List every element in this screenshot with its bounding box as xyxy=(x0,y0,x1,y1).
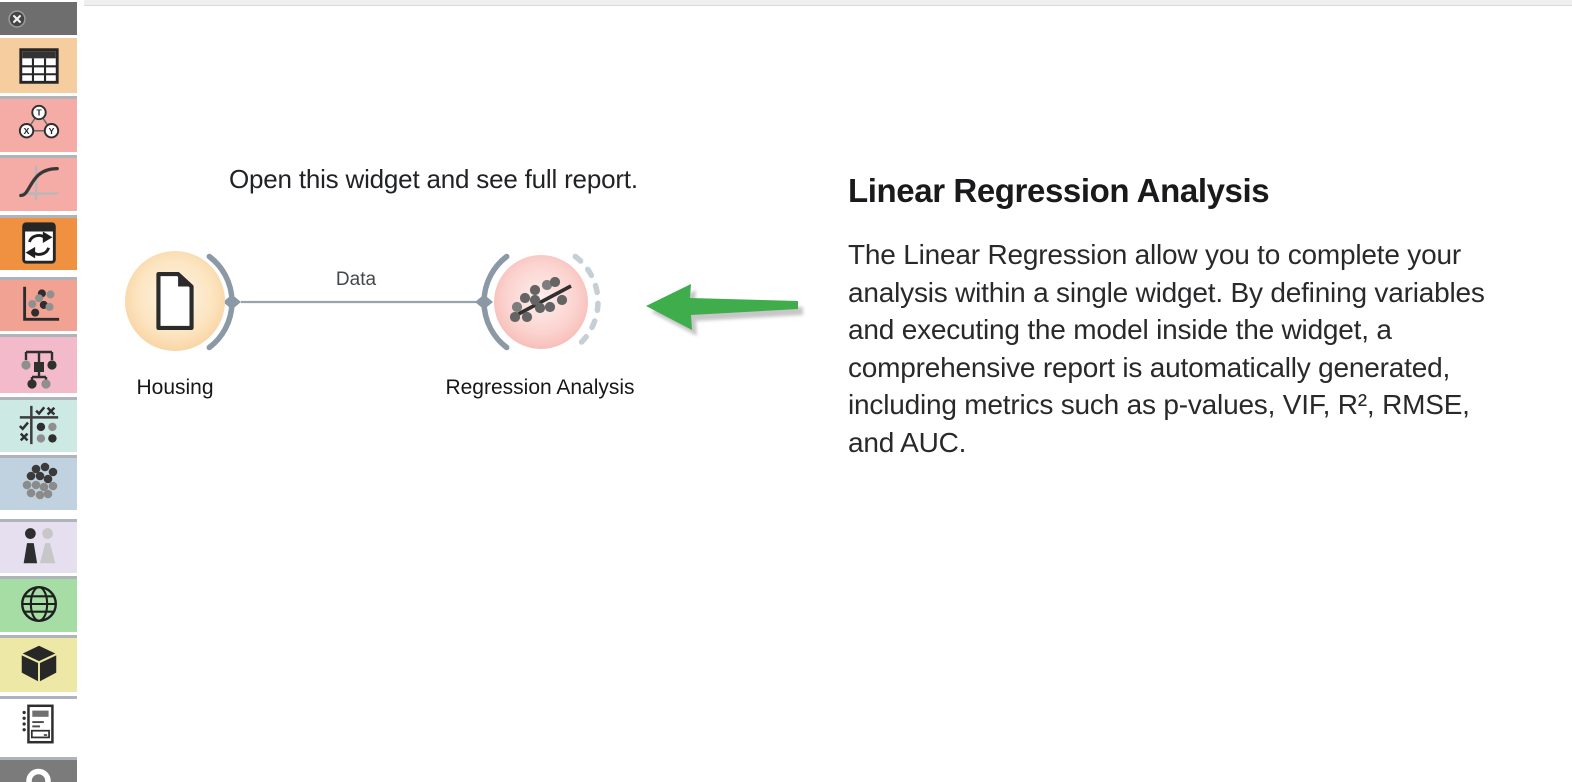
svg-text:Y: Y xyxy=(48,126,54,136)
toolbox-item-people[interactable] xyxy=(0,519,77,573)
green-left-arrow-icon[interactable] xyxy=(639,270,909,350)
canvas-top-edge xyxy=(84,0,1572,6)
description-title: Linear Regression Analysis xyxy=(848,172,1270,209)
scatter-regression-icon xyxy=(509,276,572,323)
widget-housing[interactable] xyxy=(125,251,225,351)
toolbox-item-globe[interactable] xyxy=(0,576,77,632)
close-button[interactable] xyxy=(7,9,27,29)
toolbox-item-search[interactable] xyxy=(0,757,77,782)
svg-text:T: T xyxy=(36,108,42,118)
arrow-body xyxy=(646,284,798,330)
toolbox-header xyxy=(0,2,77,35)
tree-diagram-icon xyxy=(20,350,57,389)
toolbox-item-scatter[interactable] xyxy=(0,277,77,331)
link-label: Data xyxy=(335,269,377,290)
toolbox-item-sigmoid[interactable] xyxy=(0,155,77,211)
toolbox-item-cluster[interactable] xyxy=(0,455,77,510)
two-people-icon xyxy=(23,528,55,564)
workflow-canvas[interactable]: Open this widget and see full report. Ho… xyxy=(84,0,1572,782)
widget-regression-analysis[interactable] xyxy=(494,255,588,349)
svg-text:X: X xyxy=(23,126,29,136)
file-document-icon xyxy=(156,272,194,330)
widget-label-regression: Regression Analysis xyxy=(445,376,635,399)
toolbox-item-evaluate[interactable] xyxy=(0,397,77,452)
magnifier-icon xyxy=(26,768,51,782)
canvas-text-annotation[interactable]: Open this widget and see full report. xyxy=(229,164,638,194)
toolbox-item-table[interactable] xyxy=(0,38,77,93)
sigmoid-curve-icon xyxy=(18,165,59,201)
check-cross-grid-icon xyxy=(18,405,58,444)
toolbox-item-tree[interactable] xyxy=(0,334,77,393)
description-body: The Linear Regression allow you to compl… xyxy=(848,239,1485,458)
scatter-plot-icon xyxy=(22,286,59,321)
toolbox-item-cycle[interactable] xyxy=(0,215,77,270)
txy-triangle-icon: T X Y xyxy=(18,104,59,139)
dot-cluster-icon xyxy=(22,462,57,499)
toolbox-item-txy[interactable]: T X Y xyxy=(0,96,77,152)
description-panel[interactable]: Linear Regression Analysis The Linear Re… xyxy=(848,172,1522,462)
widget-toolbox-sidebar: T X Y xyxy=(0,0,84,782)
housing-output-anchor[interactable] xyxy=(223,294,241,310)
cube-3d-icon xyxy=(21,645,56,681)
close-x-icon xyxy=(8,10,26,28)
toolbox-item-report[interactable] xyxy=(0,696,77,751)
regression-input-anchor[interactable] xyxy=(475,294,493,310)
cycle-arrows-icon xyxy=(21,221,56,264)
widget-label-housing: Housing xyxy=(136,376,214,399)
toolbox-item-cube[interactable] xyxy=(0,635,77,692)
report-document-icon xyxy=(22,704,54,743)
globe-icon xyxy=(20,586,57,622)
table-grid-icon xyxy=(18,47,59,84)
